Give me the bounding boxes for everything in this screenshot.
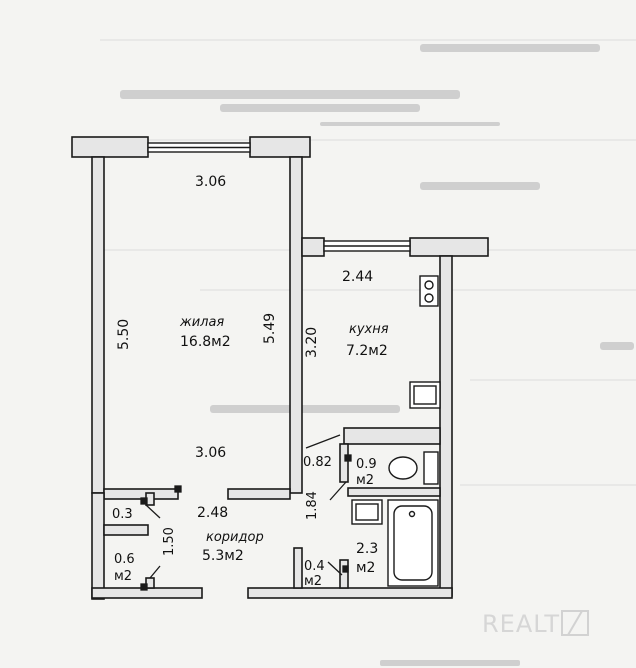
- door-closet-small: [145, 504, 161, 519]
- wall-kitchen-top-right: [409, 237, 489, 257]
- fixtures: [351, 275, 441, 587]
- door-latch-5: [342, 565, 349, 573]
- closet-area-value: 0.6: [114, 552, 135, 567]
- toilet-icon: [388, 451, 439, 485]
- bathroom-area-unit: м2: [356, 560, 375, 576]
- windows: [147, 142, 411, 252]
- niche-area-value: 0.4: [304, 559, 325, 574]
- door-bathroom: [329, 481, 347, 501]
- wall-closet-horizontal: [103, 524, 149, 536]
- door-toilet: [305, 434, 341, 449]
- toilet-dim: 0.82: [303, 455, 332, 470]
- realt-logo-icon: [561, 610, 589, 636]
- living-area: 16.8м2: [180, 334, 231, 350]
- door-latch-4: [140, 583, 148, 591]
- door-latch-1: [344, 454, 352, 462]
- corridor-area: 5.3м2: [202, 548, 244, 564]
- bathroom-area-value: 2.3: [356, 541, 378, 557]
- labels: 3.06 жилая 16.8м2 5.50 5.49 3.06 2.44 ку…: [112, 174, 389, 589]
- toilet-area-value: 0.9: [356, 457, 377, 472]
- living-dim-top: 3.06: [195, 174, 226, 190]
- living-dim-left: 5.50: [116, 319, 132, 350]
- wall-lower-left: [91, 492, 105, 600]
- wall-kitchen-top-left: [301, 237, 325, 257]
- wall-living-top-left: [71, 136, 149, 158]
- wall-living-top-right: [249, 136, 311, 158]
- wall-kitchen-right: [439, 255, 453, 597]
- kitchen-dim-left: 3.20: [304, 327, 320, 358]
- living-dim-bottom: 3.06: [195, 445, 226, 461]
- washbasin-icon: [351, 499, 383, 525]
- wall-living-left: [91, 156, 105, 494]
- window-living: [147, 142, 251, 153]
- living-dim-right: 5.49: [262, 313, 278, 344]
- closet-area-unit: м2: [114, 569, 132, 584]
- toilet-area-unit: м2: [356, 473, 374, 488]
- corridor-dim-left: 1.50: [162, 527, 177, 556]
- faded-table-lines: [100, 39, 636, 486]
- kitchen-area: 7.2м2: [346, 343, 388, 359]
- door-closet: [149, 565, 161, 579]
- door-latch-2: [140, 497, 148, 505]
- wall-kitchen-bottom: [343, 427, 441, 445]
- closet-small-dim: 0.3: [112, 507, 133, 522]
- kitchen-dim-top: 2.44: [342, 269, 373, 285]
- faded-background-text: [120, 44, 634, 666]
- corridor-dim-top: 2.48: [197, 505, 228, 521]
- wall-wet-left: [339, 443, 349, 483]
- kitchen-sink-icon: [409, 381, 441, 409]
- wall-wet-mid: [347, 487, 441, 497]
- door-latch-3: [174, 485, 182, 493]
- doors: [140, 434, 352, 591]
- walls: [71, 136, 489, 600]
- kitchen-name: кухня: [349, 322, 389, 337]
- watermark: REALT: [482, 610, 589, 638]
- wall-living-bottom-right: [227, 488, 291, 500]
- corridor-name: коридор: [206, 530, 264, 545]
- watermark-text: REALT: [482, 610, 560, 638]
- bathtub-icon: [387, 499, 439, 587]
- wall-niche-left: [293, 547, 303, 589]
- living-name: жилая: [179, 315, 224, 330]
- wall-living-right: [289, 156, 303, 494]
- door-niche: [327, 561, 343, 576]
- wall-bottom-right: [247, 587, 453, 599]
- niche-area-unit: м2: [304, 574, 322, 589]
- window-kitchen: [323, 240, 411, 252]
- corridor-dim-right: 1.84: [305, 491, 320, 520]
- stove-icon: [419, 275, 439, 307]
